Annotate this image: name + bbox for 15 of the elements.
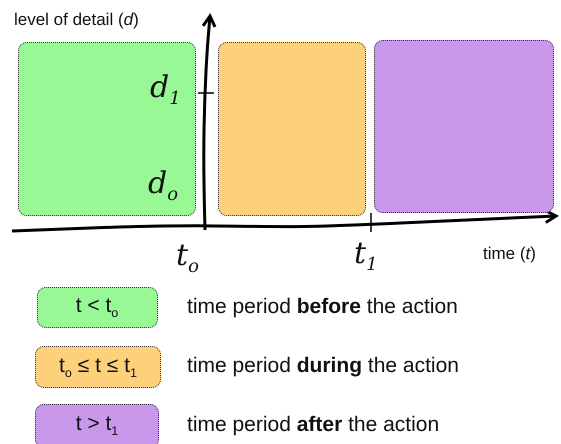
legend-text: time period before the action [187, 294, 458, 318]
axis-title: time (t) [483, 244, 536, 264]
period-region [18, 42, 196, 216]
tick-label: t$_{o}$ [176, 238, 199, 277]
legend-key-label: t < t$_{o}$ [76, 294, 118, 320]
axis-title: level of detail (d) [14, 10, 139, 30]
legend-text: time period after the action [187, 413, 440, 437]
legend-text: time period during the action [187, 354, 459, 378]
tick-label: d$_{1}$ [150, 70, 181, 109]
legend-key-label: t > t$_{1}$ [76, 412, 118, 438]
tick-label: d$_{o}$ [148, 166, 178, 205]
legend-key-label: t$_{o}$ ≤ t ≤ t$_{1}$ [59, 354, 137, 380]
tick-label: t$_{1}$ [354, 236, 378, 275]
period-region [374, 40, 554, 213]
period-region [218, 42, 366, 216]
